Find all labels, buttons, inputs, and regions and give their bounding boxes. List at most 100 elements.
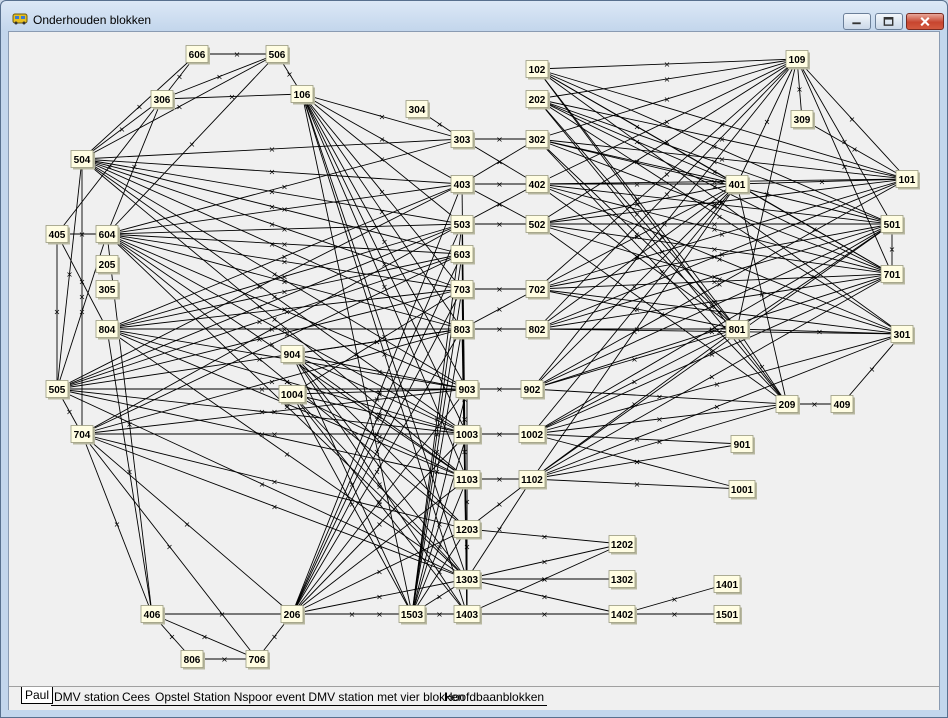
- block-202[interactable]: 202: [525, 90, 550, 110]
- tab-opstel[interactable]: Opstel: [152, 689, 193, 706]
- block-701[interactable]: 701: [880, 265, 905, 285]
- block-702[interactable]: 702: [525, 280, 550, 300]
- block-604[interactable]: 604: [95, 225, 120, 245]
- connection-704-603: [81, 253, 463, 435]
- connection-109-101: [796, 58, 908, 180]
- block-1401[interactable]: 1401: [713, 575, 742, 595]
- close-button[interactable]: [906, 13, 944, 30]
- connection-1002-301: [531, 333, 903, 435]
- block-1302[interactable]: 1302: [608, 570, 637, 590]
- block-1402[interactable]: 1402: [608, 605, 637, 625]
- block-1102[interactable]: 1102: [518, 470, 547, 490]
- block-503[interactable]: 503: [450, 215, 475, 235]
- block-label: 1302: [611, 575, 634, 586]
- block-label: 306: [154, 95, 171, 106]
- block-806[interactable]: 806: [180, 650, 205, 670]
- block-102[interactable]: 102: [525, 60, 550, 80]
- block-904[interactable]: 904: [280, 345, 305, 365]
- block-1403[interactable]: 1403: [453, 605, 482, 625]
- connection-marker: ×: [496, 325, 503, 334]
- block-803[interactable]: 803: [450, 320, 475, 340]
- tab-paul[interactable]: Paul: [21, 687, 54, 704]
- block-1002[interactable]: 1002: [518, 425, 547, 445]
- block-209[interactable]: 209: [775, 395, 800, 415]
- block-306[interactable]: 306: [150, 90, 175, 110]
- block-label: 803: [454, 325, 471, 336]
- block-1203[interactable]: 1203: [453, 520, 482, 540]
- block-205[interactable]: 205: [95, 255, 120, 275]
- block-1004[interactable]: 1004: [278, 385, 307, 405]
- connection-marker: ×: [664, 138, 671, 147]
- block-1103[interactable]: 1103: [453, 470, 482, 490]
- block-206[interactable]: 206: [280, 605, 305, 625]
- connection-marker: ×: [709, 328, 716, 337]
- connection-marker: ×: [374, 468, 381, 477]
- block-1001[interactable]: 1001: [728, 480, 757, 500]
- block-603[interactable]: 603: [450, 245, 475, 265]
- tab-station-nspoor[interactable]: Station Nspoor event DMV station met vie…: [190, 689, 468, 706]
- connection-marker: ×: [79, 308, 86, 317]
- tab-cees[interactable]: Cees: [119, 689, 154, 706]
- tab-hoofdbaanblokken[interactable]: Hoofdbaanblokken: [441, 689, 548, 706]
- connection-marker: ×: [281, 258, 288, 267]
- block-1501[interactable]: 1501: [713, 605, 742, 625]
- connection-702-401: [536, 183, 738, 290]
- block-902[interactable]: 902: [520, 380, 545, 400]
- block-1303[interactable]: 1303: [453, 570, 482, 590]
- block-label: 305: [99, 285, 116, 296]
- block-301[interactable]: 301: [890, 325, 915, 345]
- block-label: 1003: [456, 430, 479, 441]
- tab-dmv-station[interactable]: DMV station: [51, 689, 123, 706]
- block-101[interactable]: 101: [895, 170, 920, 190]
- title-bar[interactable]: Onderhouden blokken: [1, 1, 947, 31]
- block-309[interactable]: 309: [790, 110, 815, 130]
- block-606[interactable]: 606: [185, 45, 210, 65]
- block-406[interactable]: 406: [140, 605, 165, 625]
- block-501[interactable]: 501: [880, 215, 905, 235]
- block-802[interactable]: 802: [525, 320, 550, 340]
- block-502[interactable]: 502: [525, 215, 550, 235]
- block-303[interactable]: 303: [450, 130, 475, 150]
- block-706[interactable]: 706: [245, 650, 270, 670]
- block-1202[interactable]: 1202: [608, 535, 637, 555]
- maximize-button[interactable]: [875, 13, 903, 30]
- block-305[interactable]: 305: [95, 280, 120, 300]
- block-109[interactable]: 109: [785, 50, 810, 70]
- connection-marker: ×: [184, 520, 191, 529]
- block-505[interactable]: 505: [45, 380, 70, 400]
- block-box: [713, 575, 741, 593]
- connection-505-603: [56, 253, 463, 390]
- block-703[interactable]: 703: [450, 280, 475, 300]
- block-804[interactable]: 804: [95, 320, 120, 340]
- block-402[interactable]: 402: [525, 175, 550, 195]
- block-304[interactable]: 304: [405, 100, 430, 120]
- block-box: [518, 425, 546, 443]
- block-903[interactable]: 903: [455, 380, 480, 400]
- block-801[interactable]: 801: [725, 320, 750, 340]
- block-label: 106: [294, 90, 311, 101]
- block-1503[interactable]: 1503: [398, 605, 427, 625]
- block-901[interactable]: 901: [730, 435, 755, 455]
- block-704[interactable]: 704: [70, 425, 95, 445]
- block-405[interactable]: 405: [45, 225, 70, 245]
- block-401[interactable]: 401: [725, 175, 750, 195]
- connection-marker: ×: [811, 400, 818, 409]
- block-506[interactable]: 506: [265, 45, 290, 65]
- connection-marker: ×: [374, 448, 381, 457]
- connection-marker: ×: [376, 413, 383, 422]
- connection-302-101: [536, 138, 908, 180]
- block-302[interactable]: 302: [525, 130, 550, 150]
- connection-402-301: [536, 183, 903, 335]
- block-box: [450, 280, 474, 298]
- block-106[interactable]: 106: [290, 85, 315, 105]
- block-box: [453, 425, 481, 443]
- connection-505-1003: [56, 388, 468, 435]
- block-1003[interactable]: 1003: [453, 425, 482, 445]
- block-403[interactable]: 403: [450, 175, 475, 195]
- connection-marker: ×: [634, 233, 641, 242]
- block-504[interactable]: 504: [70, 150, 95, 170]
- block-409[interactable]: 409: [830, 395, 855, 415]
- minimize-button[interactable]: [843, 13, 871, 30]
- connection-102-101: [536, 68, 908, 180]
- block-diagram-canvas[interactable]: ××××××××××××××××××××××××××××××××××××××××…: [9, 32, 939, 686]
